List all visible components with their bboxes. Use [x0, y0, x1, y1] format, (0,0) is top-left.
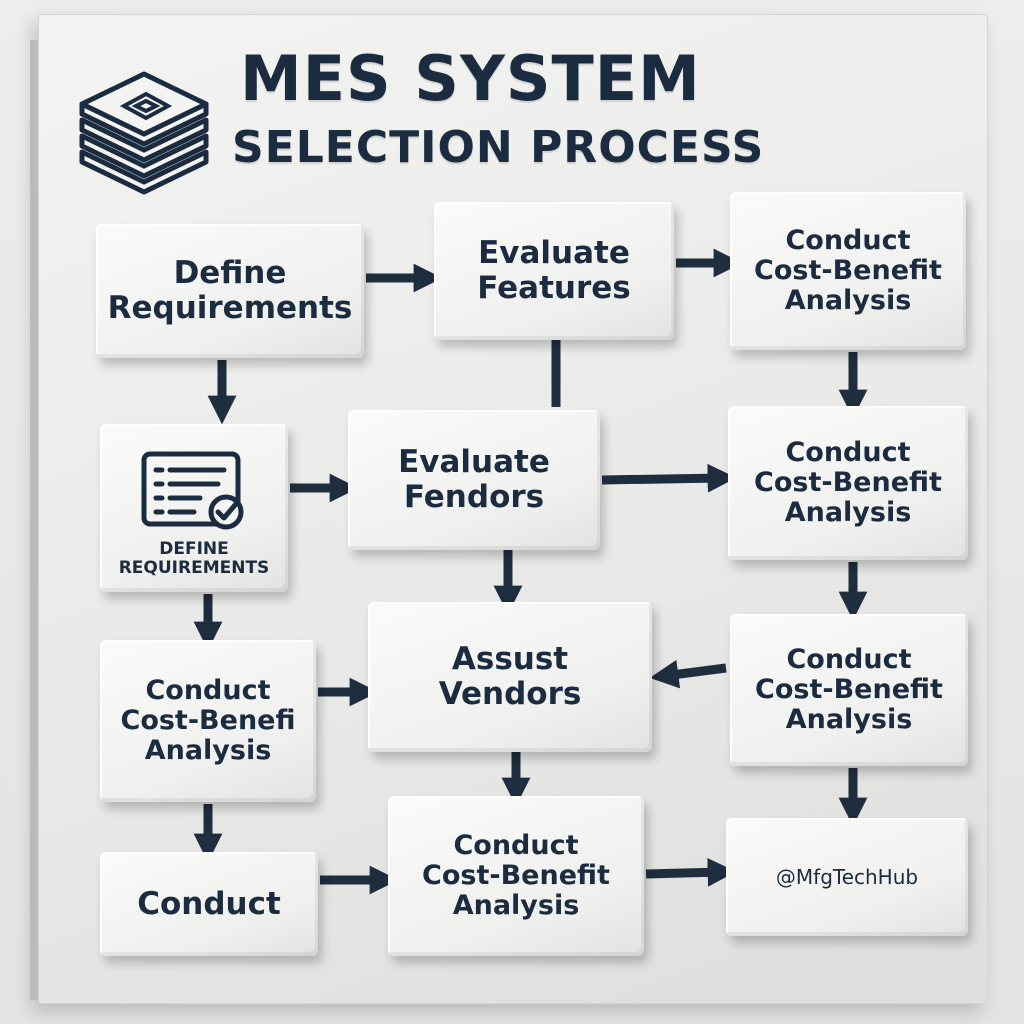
step-label: Define Requirements [107, 255, 353, 326]
step-evaluate-features: Evaluate Features [434, 202, 674, 340]
step-cost-benefit-2: Conduct Cost-Benefit Analysis [728, 406, 968, 560]
board-edge [30, 40, 40, 1000]
step-label: Evaluate Fendors [398, 444, 550, 515]
social-handle: @MfgTechHub [775, 864, 919, 889]
step-label: Conduct Cost-Benefit Analysis [754, 224, 942, 317]
step-cost-benefit-3: Conduct Cost-Benefit Analysis [730, 614, 968, 766]
step-label: Conduct [137, 885, 281, 922]
step-label: Conduct Cost-Benefit Analysis [754, 436, 942, 529]
step-cost-benefit-1: Conduct Cost-Benefit Analysis [730, 192, 966, 350]
step-cost-benefit-4: Conduct Cost-Benefit Analysis [388, 796, 644, 956]
arrow-r4c2-r4c3 [645, 857, 737, 887]
step-define-requirements-checklist: DEFINE REQUIREMENTS [100, 424, 288, 592]
checklist-check-icon [141, 451, 244, 530]
arrow-r3c3-r3c2 [649, 659, 727, 689]
step-cost-benefi: Conduct Cost-Benefi Analysis [100, 640, 316, 802]
step-assust-vendors: Assust Vendors [368, 602, 652, 752]
step-label: Evaluate Features [477, 235, 631, 306]
step-label: DEFINE REQUIREMENTS [118, 538, 270, 578]
step-label: Conduct Cost-Benefit Analysis [755, 643, 943, 736]
page-subtitle: SELECTION PROCESS [232, 122, 765, 173]
step-conduct: Conduct [100, 852, 318, 956]
step-evaluate-fendors: Evaluate Fendors [348, 410, 600, 550]
stacked-layers-icon [79, 71, 209, 195]
arrow-r2c2-r2c3 [601, 463, 737, 493]
handle-mfgtechhub: @MfgTechHub [726, 818, 968, 936]
page-title: MES SYSTEM [240, 42, 701, 115]
step-define-requirements: Define Requirements [96, 224, 364, 358]
step-label: Assust Vendors [438, 641, 582, 712]
step-label: Conduct Cost-Benefit Analysis [422, 829, 610, 922]
step-label: Conduct Cost-Benefi Analysis [120, 674, 296, 767]
